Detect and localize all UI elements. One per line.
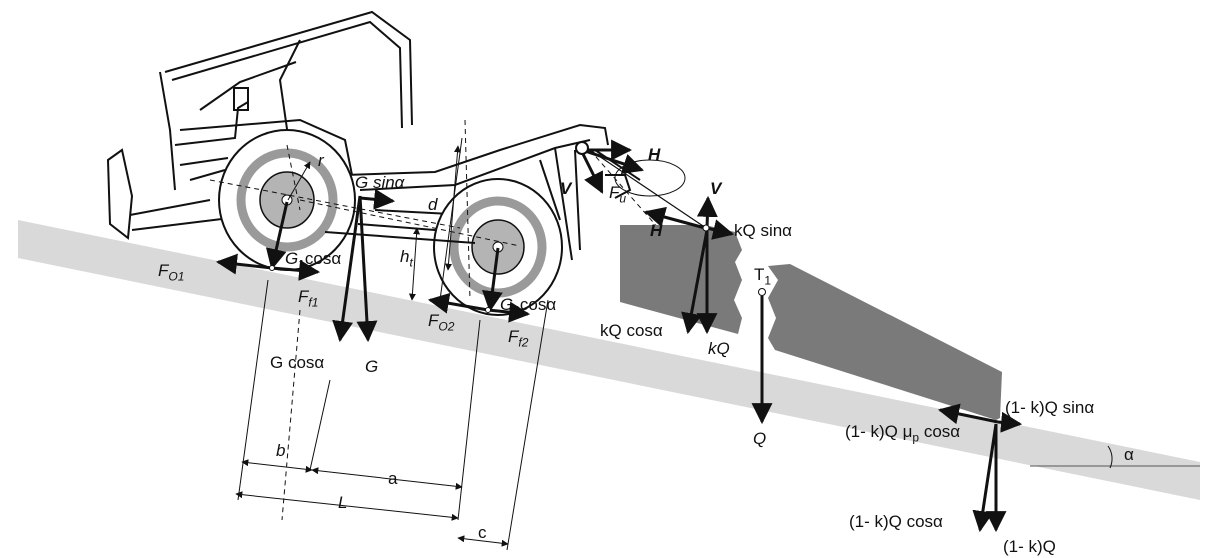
- construction-lines: [209, 119, 661, 521]
- label-1k-mu: (1- k)Q μp cosα: [845, 422, 961, 445]
- label-kQ-sin: kQ sinα: [734, 221, 793, 240]
- label-d: d: [428, 195, 438, 214]
- rear-wheel: [218, 129, 356, 271]
- force-V-arrow: [696, 195, 718, 229]
- pivot-point: [575, 141, 589, 155]
- front-contact-point: [485, 307, 491, 313]
- load-attach-point: [702, 224, 710, 232]
- label-F-O2: FO2: [428, 311, 455, 334]
- label-c: c: [478, 523, 487, 542]
- label-G2cos: G2cosα: [500, 295, 557, 318]
- label-H-mid: H: [650, 221, 663, 240]
- label-F-u: Fu: [609, 183, 627, 206]
- label-1k-cos: (1- k)Q cosα: [849, 512, 943, 531]
- force-1kcos-arrow: [972, 423, 998, 533]
- label-Q: Q: [753, 429, 767, 448]
- label-T1: T1: [754, 265, 772, 288]
- force-Gcos-arrow: [332, 195, 362, 343]
- log-load: [589, 149, 1002, 420]
- label-1k-sin: (1- k)Q sinα: [1005, 398, 1095, 417]
- force-kQsin-arrow: [706, 219, 735, 240]
- label-G-sin: G sinα: [355, 173, 405, 192]
- label-V-mid: V: [560, 179, 572, 198]
- dimension-lines: [235, 137, 549, 551]
- label-h: ht: [400, 247, 413, 270]
- label-b: b: [276, 441, 286, 460]
- label-G1cos: G1cosα: [285, 249, 342, 272]
- alpha-arc: [1107, 445, 1113, 469]
- force-kQcos-arrow: [681, 229, 709, 335]
- skidder-vehicle: [106, 10, 686, 261]
- force-G-sin: [359, 188, 396, 210]
- label-kQ-cos: kQ cosα: [600, 321, 663, 340]
- label-V-top: V: [710, 179, 722, 198]
- label-r: r: [318, 151, 324, 170]
- force-Ff2-arrow: [487, 301, 531, 323]
- force-H-arrow: [643, 206, 706, 230]
- force-G1cos-arrow: [265, 201, 289, 271]
- label-kQ: kQ: [708, 339, 730, 358]
- label-G: G: [365, 357, 379, 376]
- force-1kmu-arrow: [937, 403, 999, 425]
- label-F-f2: Ff2: [508, 327, 529, 350]
- force-arrows: [215, 139, 1023, 533]
- force-1ksin-arrow: [997, 411, 1023, 433]
- label-a: a: [388, 469, 398, 488]
- label-1k-Q: (1- k)Q: [1003, 537, 1056, 556]
- label-H-top: H: [648, 145, 661, 164]
- force-V-top: [580, 151, 604, 194]
- label-F-O1: FO1: [158, 261, 185, 284]
- force-FO2-arrow: [427, 292, 489, 314]
- force-Ff1-arrow: [271, 259, 321, 281]
- label-L: L: [338, 493, 348, 512]
- terrain-slope: [18, 220, 1200, 500]
- label-G-cos: G cosα: [270, 353, 325, 372]
- label-alpha: α: [1124, 445, 1134, 464]
- force-FO1-arrow: [215, 253, 273, 275]
- rear-contact-point: [269, 265, 275, 271]
- force-G2cos-arrow: [482, 247, 503, 313]
- label-F-f1: Ff1: [298, 287, 319, 310]
- force-G-arrow: [356, 195, 378, 343]
